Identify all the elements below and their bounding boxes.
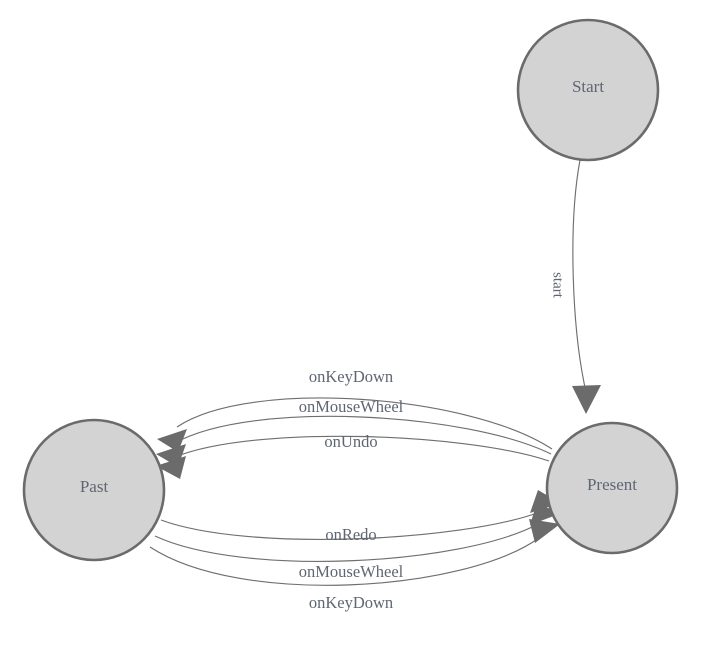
edge-present-to-past-onkeydown-path (176, 397, 553, 450)
edge-present-to-past-onundo-label: onUndo (324, 432, 377, 451)
edge-present-to-past-onundo-arrowhead (156, 456, 186, 479)
edge-past-to-present-onkeydown-path (149, 537, 540, 586)
edge-present-to-past-onundo-path (174, 435, 550, 462)
edge-past-to-present-onredo-label: onRedo (325, 525, 376, 544)
edge-past-to-present-onmousewheel-label: onMouseWheel (299, 562, 404, 581)
edge-present-to-past-onundo[interactable]: onUndo (156, 432, 550, 479)
edge-past-to-present-onmousewheel-arrowhead (530, 502, 559, 525)
edge-present-to-past-onkeydown-label: onKeyDown (309, 367, 393, 386)
node-present-circle (545, 421, 679, 555)
edge-start-to-present-arrowhead (572, 385, 601, 414)
node-start-label: Start (572, 77, 604, 96)
edge-past-to-present-onredo[interactable]: onRedo (160, 490, 560, 544)
edge-past-to-present-onmousewheel-path (154, 523, 539, 562)
edge-start-to-present-path (572, 159, 587, 393)
edge-start-to-present[interactable]: start (550, 159, 601, 414)
node-present-label: Present (587, 475, 637, 494)
edge-present-to-past-onmousewheel-label: onMouseWheel (299, 397, 404, 416)
node-past[interactable]: Past (22, 418, 166, 562)
node-past-circle (22, 418, 166, 562)
edge-past-to-present-onkeydown-arrowhead (529, 519, 560, 543)
node-start-circle (516, 18, 660, 162)
edge-present-to-past-onmousewheel-path (174, 415, 552, 455)
edge-past-to-present-onkeydown-label: onKeyDown (309, 593, 393, 612)
edge-start-to-present-label: start (550, 272, 566, 299)
edge-past-to-present-onmousewheel[interactable]: onMouseWheel (154, 502, 559, 581)
edge-past-to-present-onkeydown[interactable]: onKeyDown (149, 519, 560, 612)
node-past-label: Past (80, 477, 109, 496)
node-start[interactable]: Start (516, 18, 660, 162)
node-present[interactable]: Present (545, 421, 679, 555)
edge-past-to-present-onredo-path (160, 511, 541, 540)
